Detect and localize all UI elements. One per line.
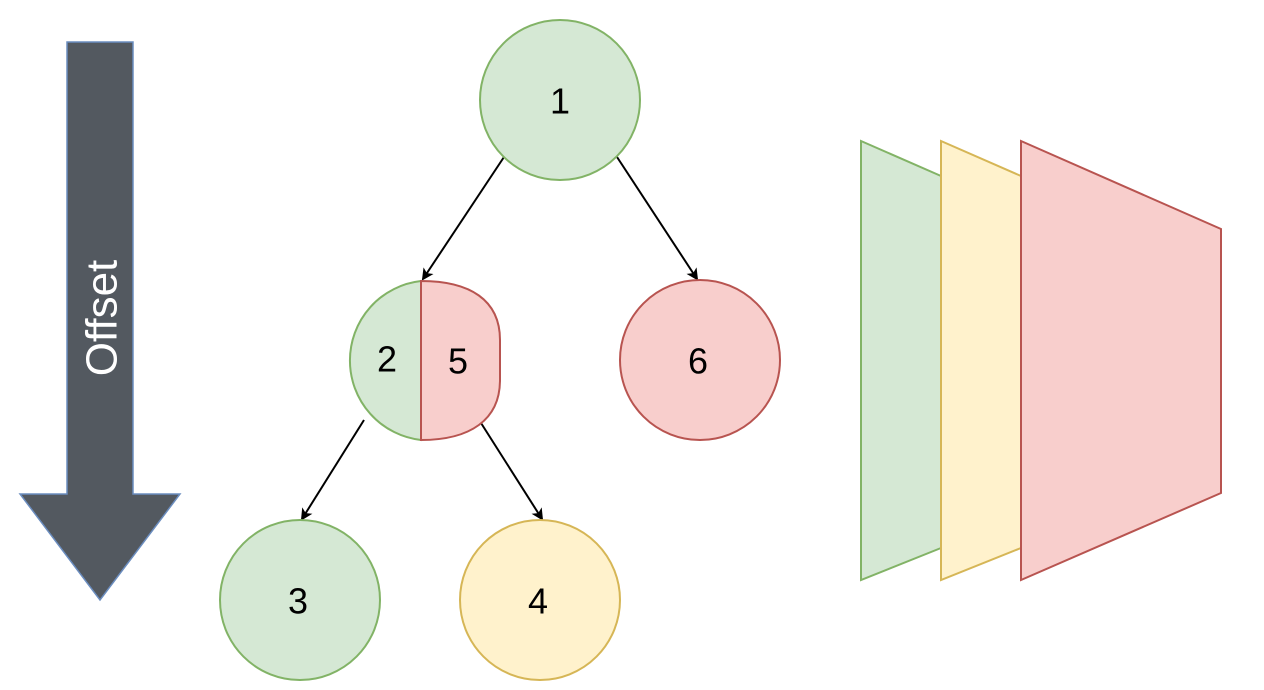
node-5-half: [420, 279, 501, 442]
edges: [300, 156, 699, 521]
layer-green: [860, 139, 942, 582]
edge-1-6: [616, 156, 699, 281]
node-6-label: 6: [688, 341, 708, 382]
edge-1-2: [421, 156, 505, 281]
offset-arrow-shape: [18, 41, 182, 602]
node-2-half: [348, 279, 422, 442]
node-6: 6: [619, 279, 781, 441]
node-1-circle: [479, 19, 641, 181]
node-3-circle: [219, 519, 381, 681]
edge-2-3: [300, 419, 365, 521]
node-2-5-split: 2 5: [348, 279, 501, 442]
layer-yellow: [940, 139, 1022, 582]
edge-5-4: [480, 422, 544, 521]
node-4: 4: [459, 519, 621, 681]
node-6-circle: [619, 279, 781, 441]
node-1: 1: [479, 19, 641, 181]
layer-stack: [860, 139, 1222, 582]
node-5-label: 5: [448, 341, 468, 382]
offset-label: Offset: [78, 260, 127, 377]
node-4-circle: [459, 519, 621, 681]
node-3: 3: [219, 519, 381, 681]
node-3-label: 3: [288, 581, 308, 622]
node-1-label: 1: [550, 81, 570, 122]
node-2-label: 2: [377, 339, 397, 380]
node-4-label: 4: [528, 581, 548, 622]
offset-arrow: Offset: [18, 41, 182, 602]
layer-red: [1020, 139, 1222, 582]
